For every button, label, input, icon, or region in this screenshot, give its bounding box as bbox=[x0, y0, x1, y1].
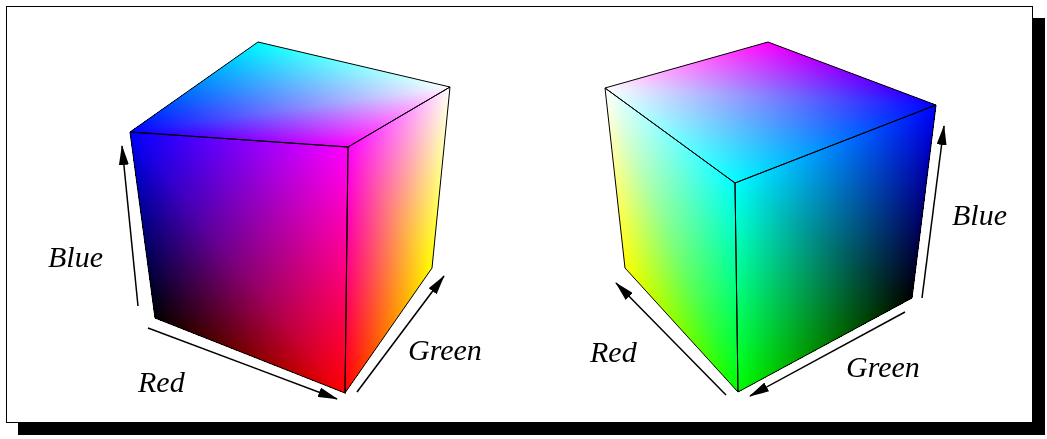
blue-axis-arrow bbox=[122, 146, 138, 306]
axis-label: Green bbox=[408, 333, 482, 367]
axis-label: Green bbox=[846, 350, 920, 384]
blue-axis-arrow bbox=[922, 126, 944, 298]
axis-label: Blue bbox=[48, 240, 103, 274]
axis-label: Blue bbox=[952, 198, 1007, 232]
axis-label: Red bbox=[590, 335, 637, 369]
axis-label: Red bbox=[138, 365, 185, 399]
